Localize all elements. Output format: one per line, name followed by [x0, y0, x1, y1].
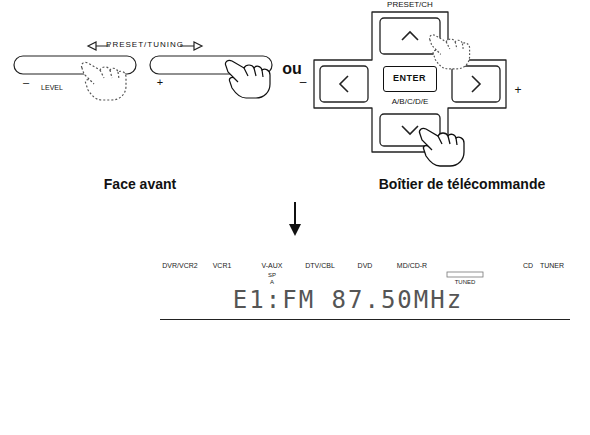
indicator-label: VCR1 — [213, 262, 232, 270]
pad-outline — [314, 12, 506, 152]
control-label: PRESET/TUNING — [106, 40, 184, 49]
remote-pad — [314, 12, 506, 166]
indicator-label: TUNED — [455, 279, 476, 286]
pressing-hand — [419, 128, 464, 166]
plus-sign: + — [514, 84, 521, 98]
key-label: ENTER — [393, 73, 426, 83]
front-panel — [14, 42, 272, 100]
key-label: PRESET/CH — [387, 0, 433, 9]
right-key — [452, 66, 500, 102]
indicator-label: TUNER — [540, 262, 564, 270]
indicator-label: A — [270, 279, 274, 286]
indicator-label: SP — [268, 272, 276, 279]
right-chevron — [472, 76, 480, 92]
conjunction: ou — [282, 60, 302, 78]
minus-sign: – — [300, 76, 307, 90]
dashed-hand — [81, 62, 126, 100]
control-label: LEVEL — [41, 84, 63, 92]
indicator-label: DTV/CBL — [305, 262, 335, 270]
display-panel: DVR/VCR2 VCR1 V-AUX DTV/CBL DVD MD/CD-R TUNED C… — [160, 256, 570, 320]
key-label: A/B/C/D/E — [392, 97, 428, 106]
dashed-hand — [430, 35, 470, 69]
minus-sign: – — [23, 76, 29, 89]
left-chevron — [340, 76, 348, 92]
enter-key: ENTER — [383, 66, 437, 92]
plus-sign: + — [157, 76, 163, 89]
up-chevron — [402, 32, 418, 40]
display-readout: E1:FM 87.50MHz — [233, 287, 463, 315]
caption-label: Face avant — [104, 176, 176, 192]
indicator-label: DVD — [358, 262, 373, 270]
indicator-label: DVR/VCR2 — [162, 262, 197, 270]
indicator-label: MD/CD-R — [397, 262, 427, 270]
caption-label: Boîtier de télécommande — [379, 176, 546, 192]
indicator-label: V-AUX — [261, 262, 282, 270]
pressing-hand — [225, 60, 270, 98]
indicator-label: CD — [523, 262, 533, 270]
left-key — [320, 66, 368, 102]
down-chevron — [402, 126, 418, 134]
down-arrow — [289, 202, 301, 236]
tuned-bar — [447, 272, 483, 277]
